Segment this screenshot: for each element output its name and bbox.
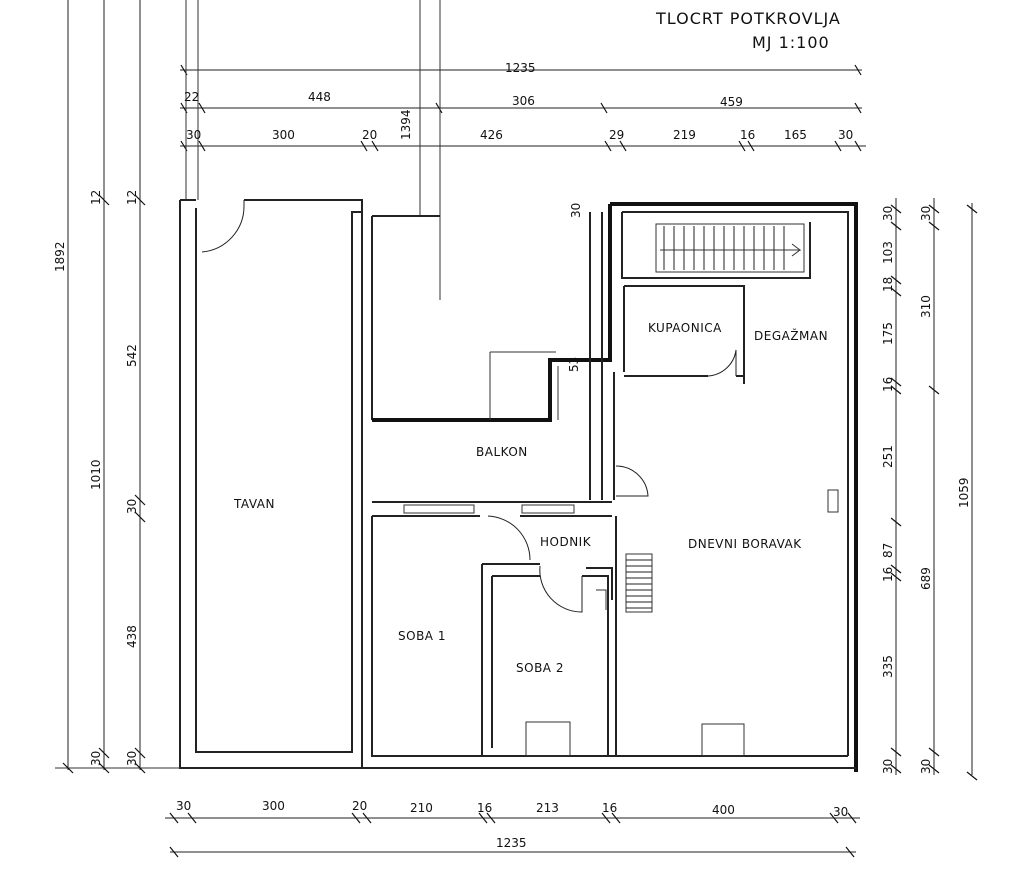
dim-top-overall: 1235: [505, 61, 536, 75]
dim-left-c3-12: 12: [125, 190, 139, 205]
dim-top-r3-8: 30: [838, 128, 853, 142]
room-label-degazman: DEGAŽMAN: [754, 328, 828, 343]
dim-right-c1-7: 16: [881, 567, 895, 582]
dim-top-r3-3: 426: [480, 128, 503, 142]
dim-top-r3-4: 29: [609, 128, 624, 142]
dim-bot-r1-1: 300: [262, 799, 285, 813]
dim-right-c1-4: 16: [881, 377, 895, 392]
dim-bot-r1-4: 16: [477, 801, 492, 815]
dim-top-r3-1: 300: [272, 128, 295, 142]
dim-top-r2-1: 448: [308, 90, 331, 104]
room-label-hodnik: HODNIK: [540, 535, 592, 549]
room-label-dnevni-boravak: DNEVNI BORAVAK: [688, 537, 802, 551]
dim-bot-overall: 1235: [496, 836, 527, 850]
dim-left-c3-30: 30: [125, 499, 139, 514]
dim-left-c2-1010: 1010: [89, 459, 103, 490]
left-dimension-chains: [55, 0, 180, 774]
room-label-tavan: TAVAN: [233, 497, 275, 511]
dim-right-c1-0: 30: [881, 206, 895, 221]
dim-right-c1-3: 175: [881, 322, 895, 345]
room-label-kupaonica: KUPAONICA: [648, 321, 722, 335]
right-dimension-chains: [890, 198, 978, 781]
hodnik-stair-hatch: [625, 553, 653, 613]
dim-right-c1-2: 18: [881, 277, 895, 292]
dim-left-c3-30b: 30: [125, 751, 139, 766]
plan-scale: MJ 1:100: [752, 33, 830, 52]
dim-top-r3-5: 219: [673, 128, 696, 142]
dim-right-c2-1: 310: [919, 295, 933, 318]
room-label-soba-2: SOBA 2: [516, 661, 564, 675]
top-dimension-chains: [180, 0, 866, 300]
doors: [201, 200, 737, 613]
dim-bot-r1-7: 400: [712, 803, 735, 817]
dim-left-c2-30: 30: [89, 751, 103, 766]
dim-bot-r1-6: 16: [602, 801, 617, 815]
dim-right-c2-3: 30: [919, 759, 933, 774]
dim-top-r3-2: 20: [362, 128, 377, 142]
dim-top-r3-0: 30: [186, 128, 201, 142]
room-label-balkon: BALKON: [476, 445, 528, 459]
plan-title: TLOCRT POTKROVLJA: [655, 9, 841, 28]
dim-bot-r1-3: 210: [410, 801, 433, 815]
dim-left-c3-438: 438: [125, 625, 139, 648]
dim-right-c1-6: 87: [881, 543, 895, 558]
dim-left-c3-542: 542: [125, 344, 139, 367]
dim-right-c1-9: 30: [881, 759, 895, 774]
dim-top-r2-2: 306: [512, 94, 535, 108]
marker-53: 53: [567, 357, 581, 372]
dim-bot-r1-2: 20: [352, 799, 367, 813]
dim-top-r3-7: 165: [784, 128, 807, 142]
dim-top-r2-0: 22: [184, 90, 199, 104]
dim-left-c2-12: 12: [89, 190, 103, 205]
bottom-dimension-chains: [165, 812, 860, 858]
dim-right-c3-1059: 1059: [957, 477, 971, 508]
dim-right-c1-1: 103: [881, 241, 895, 264]
walls: [179, 199, 858, 772]
dim-right-c1-5: 251: [881, 445, 895, 468]
room-label-soba-1: SOBA 1: [398, 629, 446, 643]
dim-top-r3-6: 16: [740, 128, 755, 142]
dim-left-1892: 1892: [53, 241, 67, 272]
dim-right-c1-8: 335: [881, 655, 895, 678]
dim-top-r2-3: 459: [720, 95, 743, 109]
dim-bot-r1-0: 30: [176, 799, 191, 813]
dim-bot-r1-8: 30: [833, 805, 848, 819]
stair-treads: [660, 226, 802, 270]
dim-right-c2-0: 30: [919, 206, 933, 221]
dim-top-1394: 1394: [399, 109, 413, 140]
marker-30-top: 30: [569, 203, 583, 218]
dim-right-c2-2: 689: [919, 567, 933, 590]
dim-bot-r1-5: 213: [536, 801, 559, 815]
